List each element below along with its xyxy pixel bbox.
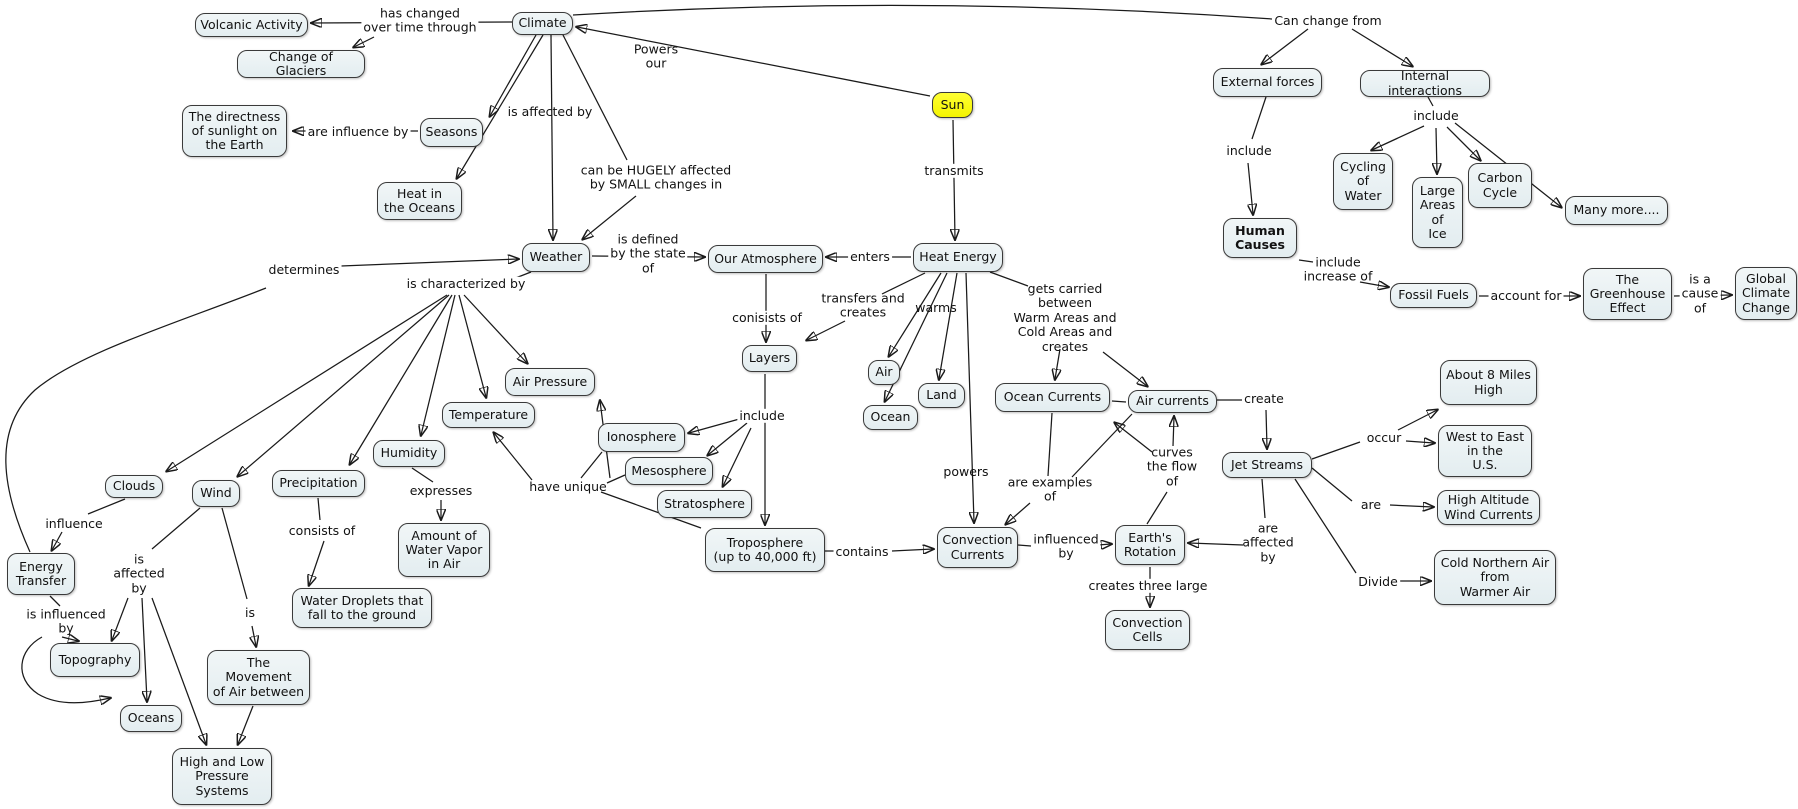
- edge-label-is-defined: is defined by the state of: [608, 231, 688, 276]
- edge-label-transmits: transmits: [922, 162, 986, 179]
- edge-label-have-unique: have unique: [529, 478, 607, 494]
- edge-label-can-change-from: Can change from: [1272, 12, 1384, 29]
- edge-label-is-affected-by-wind: is affected by: [113, 551, 165, 596]
- edge-label-curves-the-flow: curves the flow of: [1146, 444, 1198, 489]
- node-human-causes[interactable]: Human Causes: [1223, 218, 1297, 258]
- node-high-altitude-wind-currents[interactable]: High Altitude Wind Currents: [1437, 490, 1540, 525]
- node-troposphere[interactable]: Troposphere (up to 40,000 ft): [705, 528, 825, 572]
- node-greenhouse-effect[interactable]: The Greenhouse Effect: [1583, 268, 1672, 320]
- node-internal-interactions[interactable]: Internal interactions: [1360, 69, 1490, 97]
- edge-label-is-influenced-by: is influenced by: [26, 606, 106, 636]
- edge-label-are-influence-by: are influence by: [305, 123, 411, 140]
- node-layers[interactable]: Layers: [742, 345, 797, 372]
- edge-label-gets-carried: gets carried between Warm Areas and Cold…: [1013, 281, 1117, 354]
- edge-label-contains: contains: [833, 543, 891, 560]
- node-humidity[interactable]: Humidity: [373, 440, 445, 467]
- node-ocean-currents[interactable]: Ocean Currents: [995, 383, 1110, 412]
- node-carbon-cycle[interactable]: Carbon Cycle: [1468, 163, 1532, 208]
- node-air-currents[interactable]: Air currents: [1128, 390, 1217, 413]
- edge-label-is-a-cause-of: is a cause of: [1679, 271, 1721, 316]
- edge-label-consists-of: consists of: [288, 522, 356, 538]
- edge-label-determines: determines: [266, 261, 342, 278]
- node-air-pressure[interactable]: Air Pressure: [505, 368, 595, 396]
- edge-label-divide: Divide: [1356, 573, 1400, 590]
- node-seasons[interactable]: Seasons: [420, 118, 483, 147]
- edge-label-are-affected-by: are affected by: [1242, 520, 1294, 565]
- edge-label-is-characterized-by: is characterized by: [404, 275, 528, 292]
- node-temperature[interactable]: Temperature: [442, 402, 535, 428]
- node-weather[interactable]: Weather: [522, 243, 590, 272]
- edge-label-are-jet: are: [1358, 496, 1384, 513]
- edge-label-influence: influence: [45, 515, 103, 531]
- edge-label-powers: powers: [943, 463, 989, 479]
- node-many-more[interactable]: Many more....: [1565, 196, 1668, 225]
- node-land[interactable]: Land: [918, 383, 965, 408]
- node-jet-streams[interactable]: Jet Streams: [1222, 452, 1312, 478]
- node-high-low-pressure-systems[interactable]: High and Low Pressure Systems: [172, 748, 272, 805]
- edge-label-transfers-and-creates: transfers and creates: [821, 290, 905, 320]
- node-earths-rotation[interactable]: Earth's Rotation: [1115, 525, 1185, 565]
- node-sun[interactable]: Sun: [932, 92, 973, 118]
- edge-label-are-examples-of: are examples of: [1007, 474, 1093, 504]
- node-topography[interactable]: Topography: [50, 643, 140, 677]
- node-cold-northern-air[interactable]: Cold Northern Air from Warmer Air: [1434, 550, 1556, 605]
- node-precipitation[interactable]: Precipitation: [272, 470, 365, 497]
- edge-label-expresses: expresses: [409, 482, 473, 498]
- edge-label-occur: occur: [1364, 429, 1404, 446]
- edge-label-creates-three-large: creates three large: [1086, 577, 1210, 594]
- node-west-to-east[interactable]: West to East in the U.S.: [1438, 425, 1532, 477]
- node-amount-of-water-vapor[interactable]: Amount of Water Vapor in Air: [398, 523, 490, 577]
- node-air[interactable]: Air: [868, 360, 900, 385]
- edge-label-hugely-affected: can be HUGELY affected by SMALL changes …: [580, 162, 732, 192]
- node-fossil-fuels[interactable]: Fossil Fuels: [1390, 283, 1477, 308]
- edge-label-influenced-by: influenced by: [1031, 531, 1101, 562]
- node-ionosphere[interactable]: Ionosphere: [598, 423, 685, 452]
- edge-label-include-increase-of: include increase of: [1303, 254, 1373, 284]
- edge-label-include-internal: include: [1413, 107, 1459, 123]
- edge-label-include-layers: include: [737, 407, 787, 424]
- edge-label-enters: enters: [848, 248, 892, 265]
- node-about-8-miles-high[interactable]: About 8 Miles High: [1440, 360, 1537, 405]
- node-change-of-glaciers[interactable]: Change of Glaciers: [237, 49, 365, 78]
- node-mesosphere[interactable]: Mesosphere: [625, 457, 713, 485]
- edge-label-is-wind: is: [245, 604, 255, 620]
- node-convection-currents[interactable]: Convection Currents: [937, 527, 1018, 568]
- edge-label-account-for: account for: [1488, 287, 1564, 304]
- node-ocean[interactable]: Ocean: [863, 405, 918, 430]
- node-large-areas-of-ice[interactable]: Large Areas of Ice: [1412, 177, 1463, 248]
- node-our-atmosphere[interactable]: Our Atmosphere: [708, 245, 823, 273]
- node-oceans[interactable]: Oceans: [120, 705, 182, 732]
- node-stratosphere[interactable]: Stratosphere: [657, 490, 752, 518]
- node-water-droplets[interactable]: Water Droplets that fall to the ground: [292, 588, 432, 628]
- edge-label-include-external: include: [1226, 142, 1272, 158]
- node-cycling-of-water[interactable]: Cycling of Water: [1333, 153, 1393, 210]
- node-volcanic-activity[interactable]: Volcanic Activity: [195, 13, 308, 37]
- node-global-climate-change[interactable]: Global Climate Change: [1735, 267, 1797, 320]
- node-movement-of-air[interactable]: The Movement of Air between: [207, 650, 310, 705]
- node-climate[interactable]: Climate: [512, 12, 573, 35]
- edge-label-is-affected-by-climate: is affected by: [507, 103, 593, 119]
- edge-label-warms: warms: [915, 299, 957, 315]
- node-convection-cells[interactable]: Convection Cells: [1105, 610, 1190, 650]
- node-directness-of-sunlight[interactable]: The directness of sunlight on the Earth: [182, 105, 287, 157]
- node-energy-transfer[interactable]: Energy Transfer: [7, 553, 75, 595]
- node-external-forces[interactable]: External forces: [1213, 68, 1322, 97]
- node-heat-energy[interactable]: Heat Energy: [913, 243, 1003, 272]
- edge-label-create: create: [1242, 390, 1286, 407]
- edge-label-powers-our: Powers our: [633, 41, 679, 71]
- node-heat-in-the-oceans[interactable]: Heat in the Oceans: [377, 182, 462, 220]
- edge-label-has-changed: has changed over time through: [361, 5, 479, 36]
- node-clouds[interactable]: Clouds: [105, 475, 163, 498]
- node-wind[interactable]: Wind: [192, 480, 240, 507]
- edge-label-conisists-of: conisists of: [730, 309, 804, 326]
